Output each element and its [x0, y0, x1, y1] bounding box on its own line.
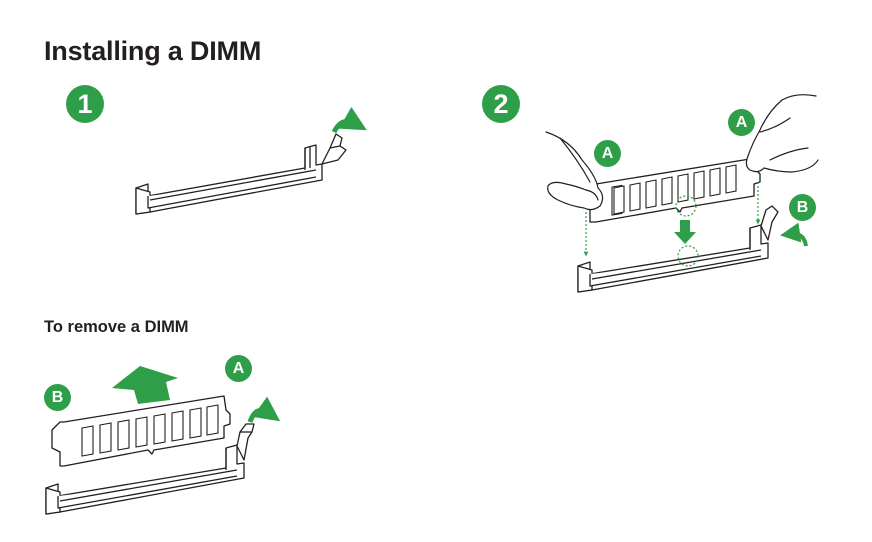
release-arrow-icon	[331, 106, 367, 134]
step-2-label-a-left: A	[594, 140, 621, 167]
step-1-slot	[135, 144, 323, 215]
right-hand	[745, 94, 819, 173]
step-1-badge: 1	[66, 85, 104, 123]
step-2-label-a-right: A	[728, 109, 755, 136]
lift-up-arrow-icon	[112, 366, 178, 404]
left-hand	[545, 131, 604, 211]
push-down-arrow-icon	[674, 220, 696, 244]
remove-label-a: A	[225, 355, 252, 382]
step-2-slot	[577, 224, 769, 293]
latch-close-arrow-icon	[780, 222, 808, 247]
page-title: Installing a DIMM	[44, 36, 262, 66]
remove-latch	[236, 423, 255, 461]
step-2-label-b: B	[789, 194, 816, 221]
release-arrow-icon	[247, 396, 281, 423]
remove-module-chips	[81, 404, 219, 457]
remove-dimm-heading: To remove a DIMM	[44, 318, 189, 336]
remove-label-b: B	[44, 384, 71, 411]
step-2-module-chips	[613, 164, 737, 215]
remove-slot	[45, 444, 245, 515]
step-1-latch	[321, 133, 347, 165]
alignment-guides	[583, 182, 761, 267]
step-2-latch	[760, 205, 779, 241]
step-2-badge: 2	[482, 85, 520, 123]
